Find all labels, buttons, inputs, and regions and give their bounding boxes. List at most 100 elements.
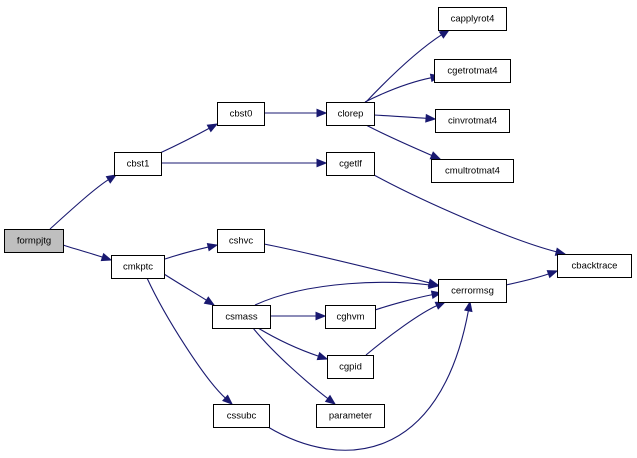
edge-cghvm-to-cerrormsg xyxy=(374,290,443,311)
node-cbacktrace[interactable]: cbacktrace xyxy=(557,254,632,278)
node-cerrormsg[interactable]: cerrormsg xyxy=(438,279,507,303)
node-label: cbst1 xyxy=(127,159,150,170)
arrowhead-icon xyxy=(100,252,113,262)
node-label: cmkptc xyxy=(123,262,153,273)
edge-line xyxy=(364,77,433,103)
node-capplyrot4[interactable]: capplyrot4 xyxy=(438,7,507,31)
node-box[interactable] xyxy=(327,355,374,379)
node-cmultrotmat4[interactable]: cmultrotmat4 xyxy=(431,159,514,183)
node-cinvrotmat4[interactable]: cinvrotmat4 xyxy=(435,109,510,133)
edge-line xyxy=(267,309,470,451)
edge-line xyxy=(373,174,558,253)
arrowhead-icon xyxy=(206,123,219,133)
node-label: capplyrot4 xyxy=(451,14,495,25)
node-cshvc[interactable]: cshvc xyxy=(217,229,265,253)
node-box[interactable] xyxy=(326,102,375,126)
node-cssubc[interactable]: cssubc xyxy=(213,404,270,428)
edges-layer xyxy=(49,29,567,451)
edge-line xyxy=(62,244,104,258)
node-cbst0[interactable]: cbst0 xyxy=(217,102,265,126)
arrowhead-icon xyxy=(434,301,447,310)
arrowhead-icon xyxy=(429,151,442,160)
arrowhead-icon xyxy=(425,113,437,123)
node-label: csmass xyxy=(225,312,257,323)
node-cgetrotmat4[interactable]: cgetrotmat4 xyxy=(434,59,511,83)
node-label: clorep xyxy=(338,109,364,120)
node-label: formpjtg xyxy=(17,236,51,247)
node-cbst1[interactable]: cbst1 xyxy=(114,152,162,176)
arrowhead-icon xyxy=(315,311,327,321)
node-box[interactable] xyxy=(325,305,376,329)
edge-csmass-to-cgpid xyxy=(257,327,329,361)
arrowhead-icon xyxy=(316,108,328,118)
node-csmass[interactable]: csmass xyxy=(212,305,271,329)
node-cgpid[interactable]: cgpid xyxy=(327,355,374,379)
node-label: cmultrotmat4 xyxy=(445,166,500,177)
edge-line xyxy=(164,246,210,260)
edge-clorep-to-cgetrotmat4 xyxy=(364,73,442,103)
node-box[interactable] xyxy=(326,152,375,176)
node-box[interactable] xyxy=(316,404,385,428)
edge-clorep-to-cmultrotmat4 xyxy=(365,124,442,160)
node-box[interactable] xyxy=(4,229,64,253)
arrowhead-icon xyxy=(428,280,440,290)
node-label: cbst0 xyxy=(230,109,253,120)
edge-clorep-to-cinvrotmat4 xyxy=(373,113,437,123)
node-box[interactable] xyxy=(434,59,511,83)
node-box[interactable] xyxy=(438,279,507,303)
node-label: cgetlf xyxy=(339,159,362,170)
edge-cshvc-to-cerrormsg xyxy=(263,243,440,287)
node-box[interactable] xyxy=(217,102,265,126)
arrowhead-icon xyxy=(464,300,473,313)
edge-cmkptc-to-cssubc xyxy=(146,277,234,405)
node-label: cgetrotmat4 xyxy=(447,66,497,77)
node-box[interactable] xyxy=(438,7,507,31)
edge-cmkptc-to-csmass xyxy=(163,273,216,306)
node-box[interactable] xyxy=(431,159,514,183)
node-label: cbacktrace xyxy=(572,261,618,272)
node-clorep[interactable]: clorep xyxy=(326,102,375,126)
arrowhead-icon xyxy=(206,242,219,252)
edge-line xyxy=(365,124,433,157)
arrowhead-icon xyxy=(316,158,328,168)
node-parameter[interactable]: parameter xyxy=(316,404,385,428)
node-box[interactable] xyxy=(212,305,271,329)
node-label: cshvc xyxy=(229,236,254,247)
edge-csmass-to-cerrormsg xyxy=(254,280,440,306)
arrowhead-icon xyxy=(546,270,559,279)
edge-line xyxy=(263,243,431,284)
node-cghvm[interactable]: cghvm xyxy=(325,305,376,329)
edge-formpjtg-to-cmkptc xyxy=(62,244,113,262)
node-label: cinvrotmat4 xyxy=(448,116,497,127)
edge-csmass-to-cghvm xyxy=(269,311,327,321)
node-box[interactable] xyxy=(111,255,165,279)
edge-line xyxy=(374,293,434,311)
node-box[interactable] xyxy=(557,254,632,278)
node-box[interactable] xyxy=(213,404,270,428)
node-box[interactable] xyxy=(114,152,162,176)
edge-line xyxy=(163,273,208,302)
edge-line xyxy=(365,33,443,103)
node-box[interactable] xyxy=(217,229,265,253)
edge-line xyxy=(49,178,110,230)
edge-line xyxy=(146,277,227,400)
node-formpjtg[interactable]: formpjtg xyxy=(4,229,64,253)
node-cgetlf[interactable]: cgetlf xyxy=(326,152,375,176)
edge-formpjtg-to-cbst1 xyxy=(49,174,118,230)
arrowhead-icon xyxy=(438,29,451,39)
node-box[interactable] xyxy=(435,109,510,133)
edge-line xyxy=(505,273,550,286)
edge-cbst1-to-cgetlf xyxy=(161,158,328,168)
arrowhead-icon xyxy=(105,174,118,184)
node-label: cssubc xyxy=(227,411,257,422)
edge-line xyxy=(373,114,428,119)
arrowhead-icon xyxy=(316,351,329,361)
edge-csmass-to-parameter xyxy=(252,327,337,405)
arrowhead-icon xyxy=(324,394,337,405)
edge-cgetlf-to-cbacktrace xyxy=(373,174,567,256)
edge-cgpid-to-cerrormsg xyxy=(365,301,447,356)
node-cmkptc[interactable]: cmkptc xyxy=(111,255,165,279)
edge-line xyxy=(257,327,320,357)
edge-cbst0-to-clorep xyxy=(264,108,328,118)
